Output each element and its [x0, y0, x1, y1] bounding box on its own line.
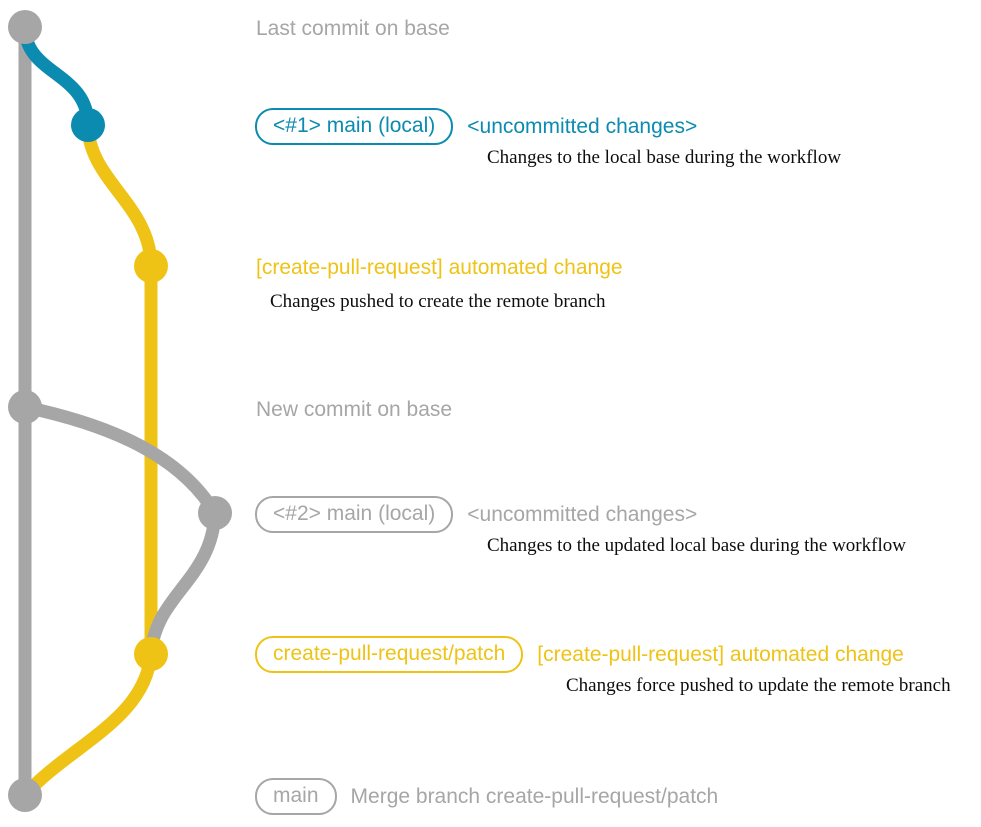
node-base-new[interactable] [8, 390, 42, 424]
commit-title-local-1: <uncommitted changes> [467, 115, 698, 138]
commit-description-remote-2: Changes force pushed to update the remot… [566, 675, 951, 696]
node-local-2[interactable] [198, 496, 232, 530]
commit-title-remote-1: [create-pull-request] automated change [256, 256, 623, 279]
section-title-last-commit-on-base: Last commit on base [256, 17, 450, 40]
branch-badge-main[interactable]: main [255, 778, 337, 815]
entry-merge-commit: main Merge branch create-pull-request/pa… [255, 778, 718, 815]
node-local-1[interactable] [71, 108, 105, 142]
commit-description-remote-1: Changes pushed to create the remote bran… [270, 291, 606, 312]
branch-badge-remote-patch[interactable]: create-pull-request/patch [255, 636, 524, 673]
branch-badge-local-1[interactable]: <#1> main (local) [255, 108, 454, 145]
entry-remote-commit-2: create-pull-request/patch [create-pull-r… [255, 636, 904, 673]
commit-title-remote-2: [create-pull-request] automated change [537, 643, 904, 666]
branch-badge-local-2[interactable]: <#2> main (local) [255, 496, 454, 533]
remote-merge-edge [18, 647, 158, 802]
commit-title-local-2: <uncommitted changes> [467, 503, 698, 526]
node-base-merge[interactable] [8, 778, 42, 812]
entry-local-commit-2: <#2> main (local) <uncommitted changes> [255, 496, 697, 533]
node-base-top[interactable] [8, 10, 42, 44]
section-title-new-commit-on-base: New commit on base [256, 398, 453, 421]
commit-title-merge: Merge branch create-pull-request/patch [350, 785, 719, 808]
node-remote-2[interactable] [134, 637, 168, 671]
commit-description-local-2: Changes to the updated local base during… [487, 535, 906, 556]
remote-branch-edge-1 [81, 118, 158, 273]
commit-description-local-1: Changes to the local base during the wor… [487, 147, 842, 168]
node-remote-1[interactable] [134, 249, 168, 283]
local-to-remote-edge [144, 506, 222, 661]
local-branch-edge-1 [18, 20, 95, 132]
local-branch-edge-2 [18, 400, 222, 520]
entry-local-commit-1: <#1> main (local) <uncommitted changes> [255, 108, 697, 145]
